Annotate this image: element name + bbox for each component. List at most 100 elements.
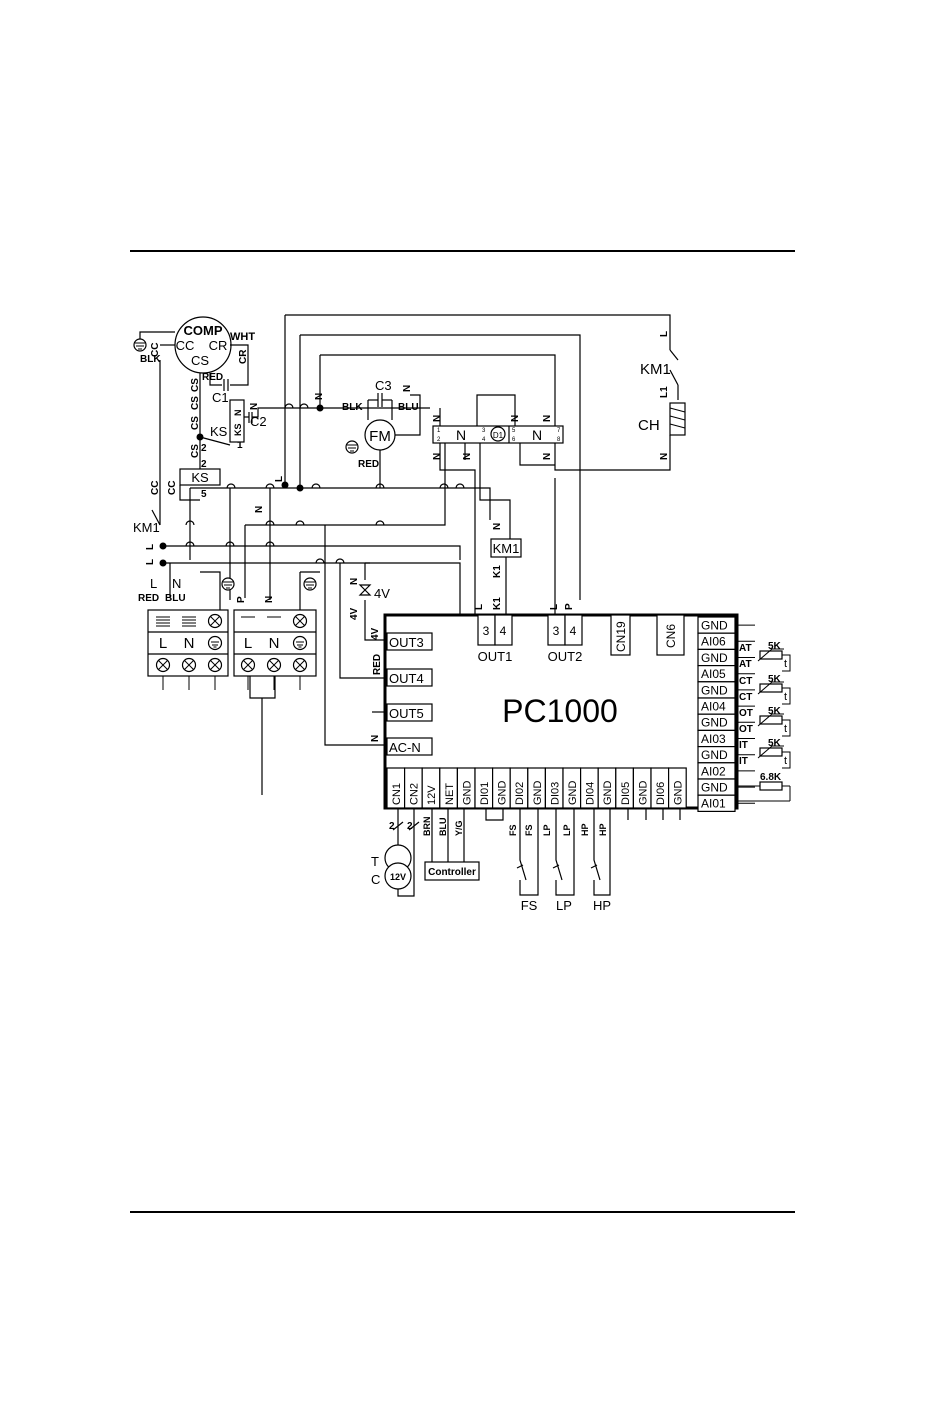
ground-icon-3 <box>303 577 317 591</box>
transformer-voltage: 12V <box>390 872 406 882</box>
svg-text:L: L <box>244 635 252 652</box>
sensor-code: OT <box>739 724 753 735</box>
compressor-cc: CC <box>176 338 195 353</box>
right-pin-label: AI01 <box>701 797 726 811</box>
bottom-pin-label: NET <box>444 783 456 805</box>
sensor-code: OT <box>739 708 753 719</box>
svg-text:K1: K1 <box>492 565 503 578</box>
wire-hops <box>185 403 465 564</box>
svg-text:N: N <box>249 403 260 410</box>
svg-text:4V: 4V <box>370 627 381 640</box>
svg-text:2: 2 <box>201 459 207 470</box>
ks-switch-label: KS <box>210 424 228 439</box>
bottom-pin-label: GND <box>567 781 579 806</box>
c2-block: N KS C2 N <box>229 399 272 443</box>
cs-wiring: CS CS CS CS KS 2 1 KS 2 5 <box>179 373 243 500</box>
thermistor-t: t <box>784 691 787 703</box>
cn19-box <box>610 614 631 656</box>
compressor: COMP CC CR CS WHT BLK CC CR RED <box>140 316 255 383</box>
svg-text:3: 3 <box>482 428 486 434</box>
switch-hp: HP <box>593 898 611 913</box>
right-pin-label: GND <box>701 683 728 697</box>
svg-text:L: L <box>274 476 285 482</box>
svg-text:RED: RED <box>372 654 383 675</box>
sensor-value: 5K <box>768 674 782 685</box>
svg-text:5: 5 <box>512 428 516 434</box>
svg-text:N: N <box>184 635 195 652</box>
ks-box <box>179 468 221 486</box>
bottom-pin-label: CN2 <box>409 783 421 805</box>
bottom-wire-label: BRN <box>422 817 432 837</box>
l1-label: L1 <box>659 386 670 398</box>
svg-text:L: L <box>659 331 670 337</box>
bottom-wire-label: HP <box>580 823 590 836</box>
out2-label: OUT2 <box>548 649 583 664</box>
svg-text:4: 4 <box>482 437 486 443</box>
fan-motor: FM BLK BLU RED C3 N <box>342 378 421 488</box>
resistor-value: 6.8K <box>760 772 782 783</box>
cn6-box <box>656 614 685 656</box>
km1-contact-label: KM1 <box>133 520 160 535</box>
out3-label: OUT3 <box>389 635 424 650</box>
bottom-pin-label: DI02 <box>514 782 526 805</box>
right-pin-label: GND <box>701 781 728 795</box>
svg-text:8: 8 <box>557 437 561 443</box>
c1-label: C1 <box>212 390 229 405</box>
sensor-code: AT <box>739 659 752 670</box>
km1-coil: KM1 N K1 K1 L L P <box>474 478 575 615</box>
bottom-wire-label: LP <box>562 824 572 836</box>
out2-pin4-label: 4 <box>570 624 577 638</box>
wire-red: RED <box>202 372 223 383</box>
right-pin-label: AI03 <box>701 732 726 746</box>
svg-text:1: 1 <box>237 440 243 451</box>
bottom-pin-label: DI04 <box>585 782 597 805</box>
km1-relay-right: L KM1 L1 CH N <box>638 331 686 460</box>
ground-icon <box>292 635 308 651</box>
bottom-pin-label: GND <box>673 781 685 806</box>
ac-n-label: AC-N <box>389 740 421 755</box>
svg-text:N: N <box>314 393 325 400</box>
fan-ground-icon <box>345 440 359 454</box>
sensor-code: IT <box>739 756 748 767</box>
svg-text:N: N <box>659 453 670 460</box>
bottom-pin-label: DI01 <box>479 782 491 805</box>
ground-icon <box>133 338 147 352</box>
right-pin-label: GND <box>701 651 728 665</box>
switch-fs: FS <box>521 898 538 913</box>
ground-icon-2 <box>221 577 235 591</box>
svg-text:4V: 4V <box>349 607 360 620</box>
wire-wht: WHT <box>230 331 255 343</box>
resistor-6k8: 6.8K <box>737 772 791 802</box>
valve-label: 4V <box>374 586 390 601</box>
transformer-c: C <box>371 872 380 887</box>
four-way-valve: 4V N 4V 4V RED N <box>324 525 461 746</box>
bottom-pin-box <box>667 767 687 809</box>
svg-text:N: N <box>402 385 413 392</box>
bottom-pin-label: 12V <box>426 785 438 805</box>
out1-label: OUT1 <box>478 649 513 664</box>
svg-text:N: N <box>233 410 243 417</box>
power-blu: BLU <box>165 593 186 604</box>
bottom-wire-label: HP <box>598 823 608 836</box>
km1-coil-label: KM1 <box>493 541 520 556</box>
bottom-pin-label: GND <box>497 781 509 806</box>
bottom-pin-label: GND <box>637 781 649 806</box>
sensor-value: 5K <box>768 738 782 749</box>
thermistor-t: t <box>784 755 787 767</box>
sensor-code: IT <box>739 740 748 751</box>
ks-box-label: KS <box>191 470 209 485</box>
power-l: L <box>150 576 157 591</box>
fan-motor-label: FM <box>369 428 391 445</box>
sensor-value: 5K <box>768 706 782 717</box>
svg-text:1: 1 <box>437 428 441 434</box>
controller-unit: Controller <box>424 808 480 881</box>
out1-pin3-label: 3 <box>483 624 490 638</box>
svg-text:CC: CC <box>150 481 161 495</box>
svg-text:P: P <box>564 603 575 610</box>
out2-pin4 <box>564 614 583 646</box>
compressor-label: COMP <box>184 323 223 338</box>
bottom-pin-label: DI03 <box>549 782 561 805</box>
